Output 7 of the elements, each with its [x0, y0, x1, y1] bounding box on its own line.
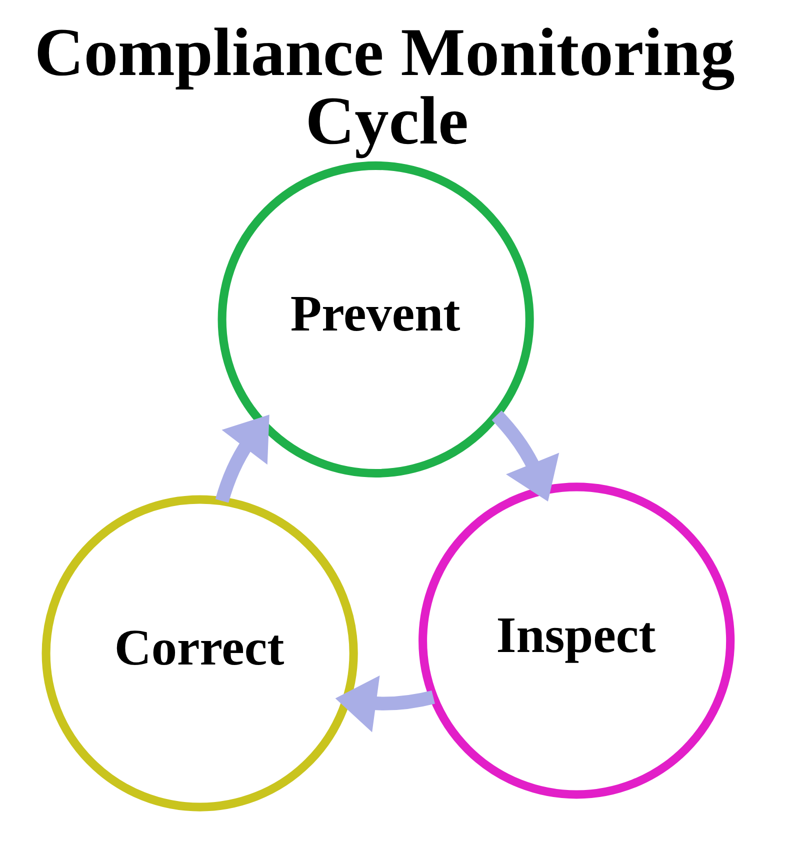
arrow: [491, 410, 559, 502]
diagram-title: Compliance Monitoring Cycle: [34, 14, 734, 158]
node-circle: Prevent: [217, 161, 534, 478]
arrow: [214, 414, 269, 503]
node-circle: Correct: [41, 495, 358, 812]
node-circle: Inspect: [418, 482, 734, 799]
arrow: [334, 675, 434, 732]
